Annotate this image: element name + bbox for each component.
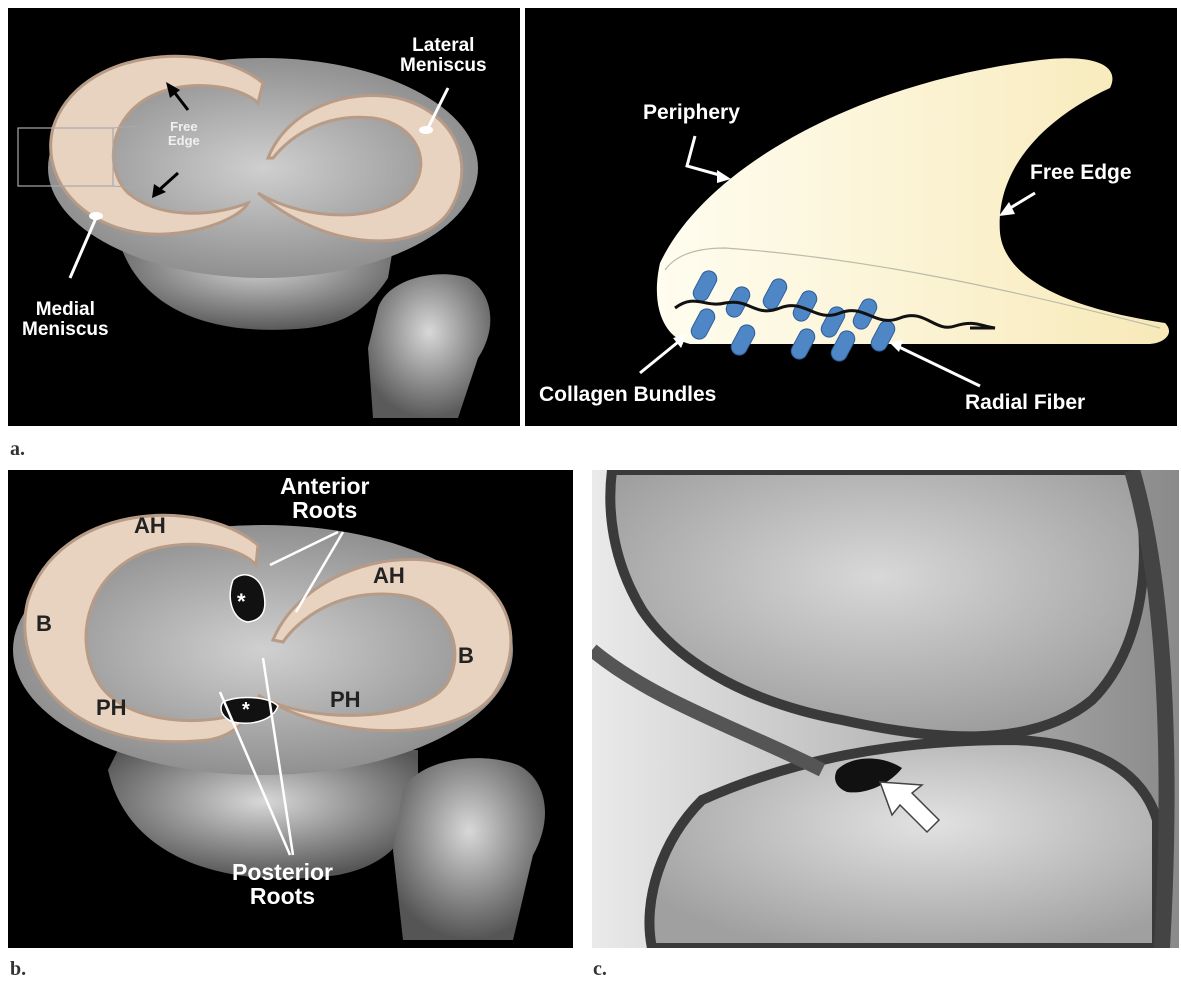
asterisk-anterior: * bbox=[237, 590, 246, 613]
label-ah-medial: AH bbox=[134, 514, 166, 537]
label-lateral-meniscus: Lateral Meniscus bbox=[400, 36, 487, 76]
fibula-b bbox=[393, 758, 545, 940]
panel-c-mri bbox=[592, 470, 1179, 948]
asterisk-posterior: * bbox=[242, 700, 250, 721]
label-posterior-roots: Posterior Roots bbox=[232, 860, 333, 908]
meniscus-cross-section bbox=[525, 8, 1177, 426]
label-ph-medial: PH bbox=[96, 696, 127, 719]
caption-c: c. bbox=[593, 958, 607, 981]
anterior-root-marker bbox=[230, 575, 265, 622]
label-ah-lateral: AH bbox=[373, 564, 405, 587]
label-periphery: Periphery bbox=[643, 102, 740, 124]
radial-pointer-head bbox=[889, 340, 903, 352]
lateral-pointer-dot bbox=[419, 126, 433, 134]
periphery-pointer bbox=[687, 136, 723, 176]
fibula bbox=[368, 274, 490, 418]
caption-a: a. bbox=[10, 438, 25, 461]
panel-a-right: Periphery Free Edge Collagen Bundles Rad… bbox=[525, 8, 1177, 426]
label-free-edge: Free Edge bbox=[1030, 162, 1132, 184]
collagen-pointer bbox=[640, 338, 683, 373]
panel-a-left: Lateral Meniscus Medial Meniscus Free Ed… bbox=[8, 8, 520, 426]
label-medial-meniscus: Medial Meniscus bbox=[22, 300, 109, 340]
label-b-medial: B bbox=[36, 612, 52, 635]
caption-b: b. bbox=[10, 958, 26, 981]
label-b-lateral: B bbox=[458, 644, 474, 667]
radial-pointer bbox=[897, 346, 980, 386]
medial-pointer-dot bbox=[89, 212, 103, 220]
label-collagen-bundles: Collagen Bundles bbox=[539, 384, 716, 406]
label-radial-fiber: Radial Fiber bbox=[965, 392, 1085, 414]
label-ph-lateral: PH bbox=[330, 688, 361, 711]
label-anterior-roots: Anterior Roots bbox=[280, 474, 369, 522]
label-free-edge-small: Free Edge bbox=[168, 120, 200, 147]
panel-b: Anterior Roots Posterior Roots AH AH B B… bbox=[8, 470, 573, 948]
mri-image bbox=[592, 470, 1179, 948]
